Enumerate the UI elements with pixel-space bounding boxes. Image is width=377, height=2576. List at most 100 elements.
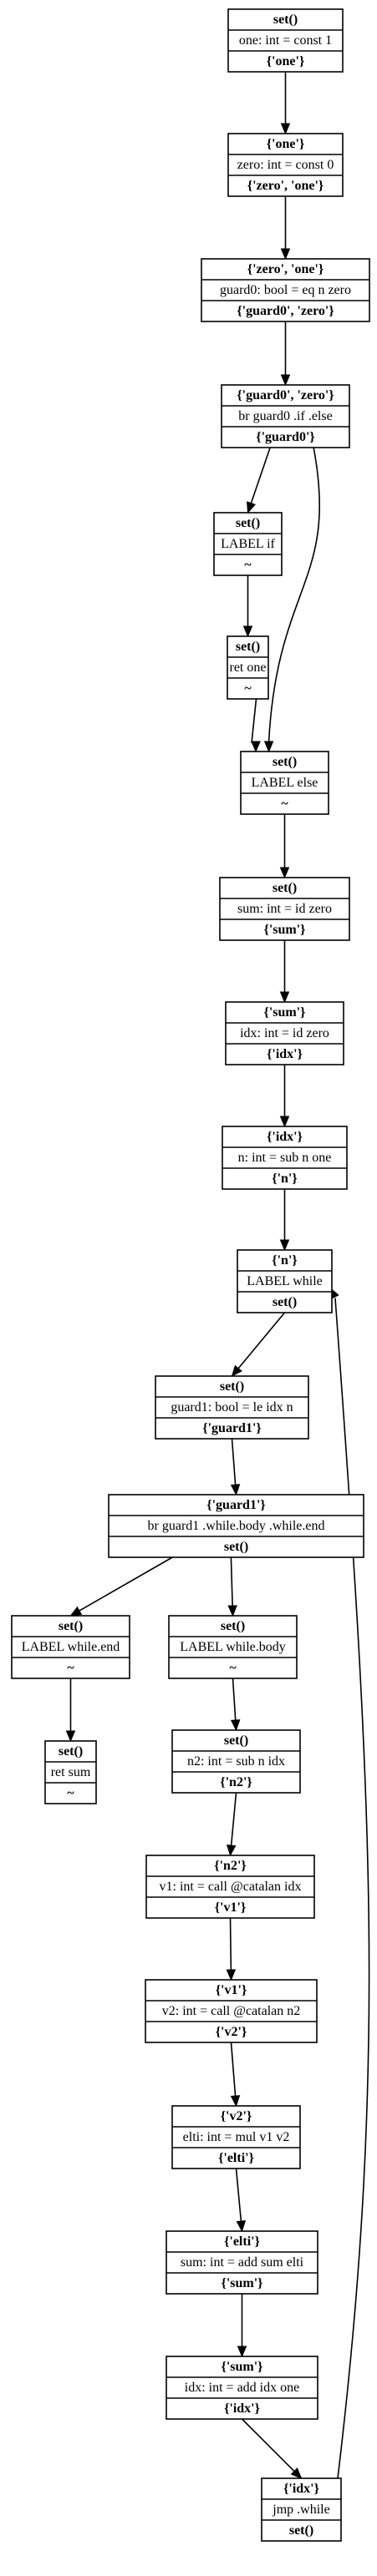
block-node: {'v1'}v2: int = call @catalan n2{'v2'} [145, 1979, 318, 2043]
live-in-set: set() [236, 640, 260, 654]
live-in-set: {'guard1'} [206, 1498, 265, 1512]
block-node: {'sum'}idx: int = add idx one{'idx'} [166, 2356, 318, 2420]
block-frame [225, 1001, 344, 1065]
instruction-text: ret one [230, 660, 267, 675]
block-frame [201, 258, 370, 322]
arrowhead [279, 1116, 290, 1128]
edge-line [231, 1438, 237, 1485]
block-frame [227, 635, 269, 700]
arrowhead [280, 374, 291, 387]
block-node: set() LABEL while.end ~ [11, 1615, 130, 1679]
instruction-text: jmp .while [272, 2503, 329, 2517]
live-in-set: {'elti'} [224, 2234, 260, 2249]
live-in-set: {'idx'} [267, 1130, 303, 1144]
edge-line [229, 1917, 232, 1971]
instruction-text: elti: int = mul v1 v2 [183, 2130, 290, 2144]
live-out-set: {'idx'} [267, 1047, 303, 1061]
edge-arrow [226, 1917, 237, 1981]
edge-arrow [279, 814, 290, 879]
block-frame [166, 2230, 318, 2295]
edge-line [230, 2042, 237, 2097]
live-out-set: ~ [244, 681, 252, 696]
live-out-set: {'sum'} [264, 923, 306, 937]
block-frame [261, 2477, 342, 2542]
edge-line [251, 698, 257, 744]
edge-arrow [65, 1678, 76, 1743]
live-out-set: ~ [67, 1661, 74, 1675]
live-in-set: set() [273, 881, 297, 895]
edge-arrow [242, 575, 253, 638]
instruction-text: guard1: bool = le idx n [171, 1400, 293, 1415]
live-out-set: {'v2'} [216, 2025, 247, 2039]
arrowhead [280, 123, 291, 135]
live-in-set: {'n'} [272, 1253, 297, 1268]
block-node: {'one'}zero: int = const 0{'zero', 'one'… [227, 133, 344, 197]
block-node: {'n2'}v1: int = call @catalan idx{'v1'} [145, 1855, 315, 1919]
live-out-set: {'elti'} [218, 2151, 254, 2165]
edge-arrow [280, 196, 291, 261]
instruction-text: n2: int = sub n idx [187, 1754, 285, 1769]
arrowhead [226, 1969, 237, 1981]
live-in-set: {'one'} [267, 137, 305, 151]
arrowhead [231, 1364, 242, 1378]
block-frame [155, 1375, 309, 1440]
live-in-set: set() [224, 1733, 248, 1748]
live-out-set: {'one'} [267, 54, 305, 68]
block-node: {'guard1'}br guard1 .while.body .while.e… [108, 1494, 364, 1558]
arrowhead [236, 2220, 247, 2233]
block-node: set()one: int = const 1{'one'} [227, 8, 344, 73]
block-node: {'guard0', 'zero'}br guard0 .if .else{'g… [221, 384, 350, 448]
live-in-set: set() [273, 13, 298, 27]
live-in-set: set() [59, 1744, 83, 1759]
edge-arrow [231, 1312, 286, 1378]
edge-arrow [235, 2168, 247, 2233]
edge-arrow [230, 1438, 241, 1496]
edge-line [232, 1678, 237, 1721]
block-frame [240, 751, 329, 815]
instruction-text: v1: int = call @catalan idx [160, 1880, 302, 1894]
block-frame [227, 8, 344, 73]
edge-line [235, 2168, 242, 2222]
arrowhead [242, 625, 253, 638]
arrowhead [279, 867, 290, 879]
live-out-set: set() [273, 1295, 297, 1309]
instruction-text: sum: int = id zero [237, 902, 332, 916]
block-node: set()LABEL else~ [240, 751, 329, 815]
block-frame [168, 1615, 298, 1679]
edge-line [237, 1312, 286, 1369]
block-frame [227, 133, 344, 197]
live-in-set: set() [59, 1619, 83, 1633]
instruction-text: v2: int = call @catalan n2 [162, 2004, 300, 2018]
edge-arrow [230, 2042, 241, 2108]
arrowhead [280, 248, 291, 261]
edge-arrow [69, 1556, 173, 1617]
block-node: {'elti'}sum: int = add sum elti{'sum'} [166, 2230, 318, 2295]
instruction-text: LABEL while [247, 1274, 323, 1288]
instruction-text: idx: int = add idx one [185, 2381, 299, 2395]
live-in-set: {'sum'} [222, 2360, 263, 2374]
live-in-set: set() [220, 1379, 244, 1394]
instruction-text: LABEL if [221, 537, 275, 551]
edge-line [241, 2418, 295, 2472]
edge-arrow [263, 447, 320, 753]
live-out-set: {'n'} [272, 1172, 297, 1186]
edge-line [250, 447, 271, 504]
edge-arrow [241, 2418, 303, 2479]
edge-arrow [279, 1189, 290, 1252]
instruction-text: LABEL while.body [180, 1640, 286, 1654]
edge-arrow [227, 1556, 237, 1617]
arrowhead [230, 1484, 241, 1496]
edge-arrow [279, 940, 290, 1004]
arrowhead [237, 2346, 247, 2358]
instruction-text: LABEL while.end [22, 1640, 120, 1654]
arrowhead [247, 501, 256, 514]
edge-line [267, 447, 320, 742]
block-node: set()LABEL if~ [213, 512, 283, 576]
live-out-set: ~ [67, 1786, 74, 1800]
live-out-set: {'guard0', 'zero'} [237, 304, 334, 318]
block-frame [213, 512, 283, 576]
arrowhead [226, 1845, 237, 1857]
block-frame [219, 877, 350, 941]
